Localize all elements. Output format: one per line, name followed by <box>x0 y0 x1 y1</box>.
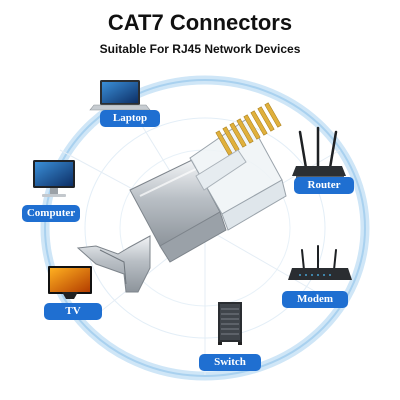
tv-icon <box>48 266 92 299</box>
router-icon <box>292 126 346 179</box>
laptop-icon <box>89 80 151 111</box>
modem-label: Modem <box>282 291 348 308</box>
page-title: CAT7 Connectors <box>107 10 293 35</box>
page-subtitle: Suitable For RJ45 Network Devices <box>99 42 301 56</box>
router-label: Router <box>294 177 354 194</box>
modem-icon <box>288 245 352 280</box>
laptop-label: Laptop <box>100 110 160 127</box>
rj45-connector-icon <box>76 102 287 293</box>
switch-label: Switch <box>199 354 261 371</box>
computer-label: Computer <box>22 205 80 222</box>
network-switch-icon <box>218 302 242 345</box>
tv-label: TV <box>44 303 102 320</box>
desktop-computer-icon <box>33 160 75 197</box>
